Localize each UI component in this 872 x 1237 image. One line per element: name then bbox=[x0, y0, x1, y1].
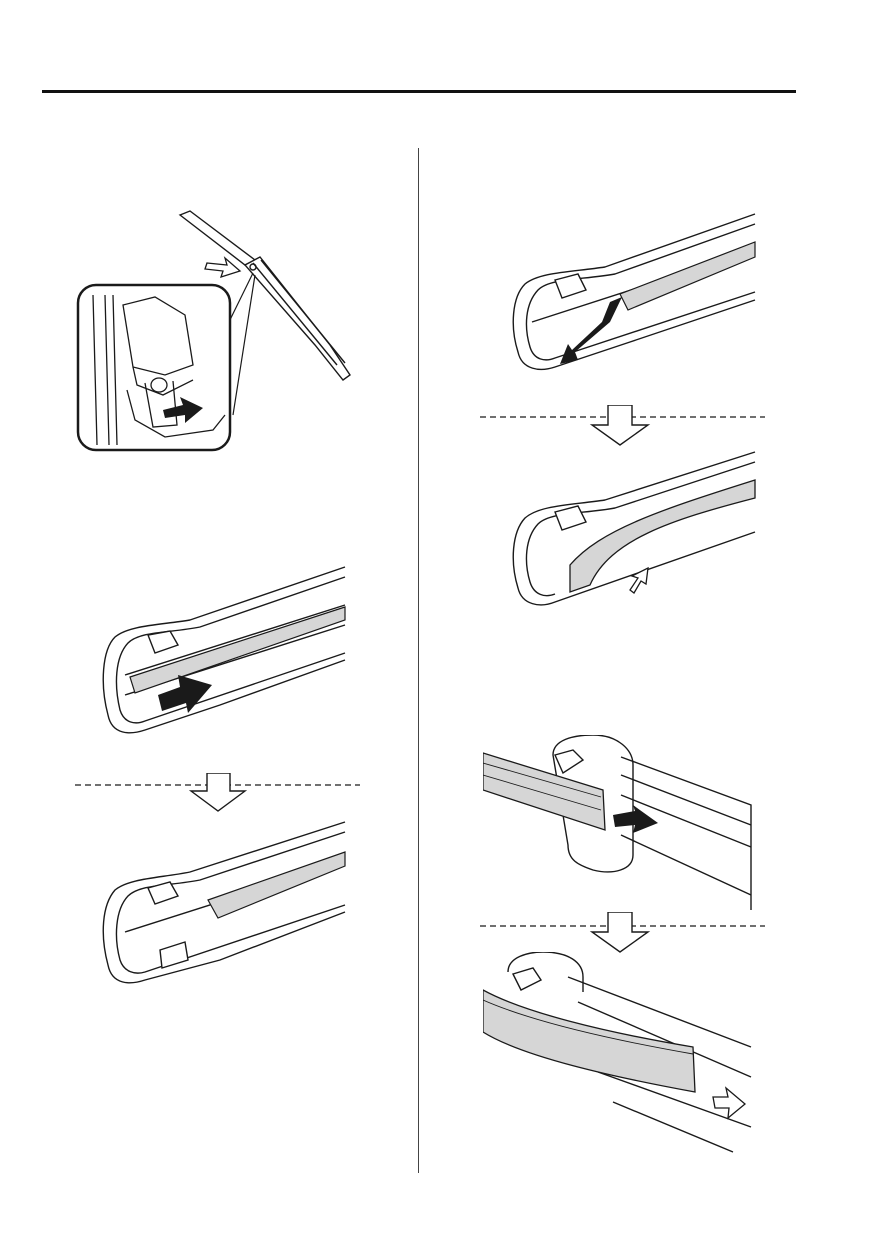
wiper-arm-release-figure bbox=[75, 205, 365, 455]
lift-rubber-figure bbox=[510, 450, 760, 625]
down-arrow-icon bbox=[480, 405, 765, 446]
step-separator-right-1 bbox=[480, 405, 765, 447]
step-separator-right-2 bbox=[480, 912, 765, 954]
blade-lift-icon bbox=[512, 451, 756, 606]
insert-rubber-figure bbox=[483, 735, 758, 910]
step-separator-left bbox=[75, 773, 360, 813]
slide-rubber-figure bbox=[100, 565, 350, 745]
rubber-removed-figure bbox=[100, 820, 350, 990]
down-arrow-icon bbox=[480, 912, 765, 953]
blade-slide-icon bbox=[102, 566, 346, 734]
push-rubber-figure bbox=[483, 952, 758, 1157]
down-arrow-icon bbox=[75, 773, 360, 812]
blade-lift-icon bbox=[512, 213, 756, 370]
wiper-arm-release-icon bbox=[76, 210, 351, 452]
column-divider bbox=[418, 148, 419, 1173]
blade-push-icon bbox=[483, 952, 752, 1153]
blade-pull-down-icon bbox=[102, 821, 346, 984]
pull-rubber-figure bbox=[510, 212, 760, 387]
page-header-rule bbox=[42, 90, 796, 93]
blade-insert-icon bbox=[483, 735, 752, 910]
